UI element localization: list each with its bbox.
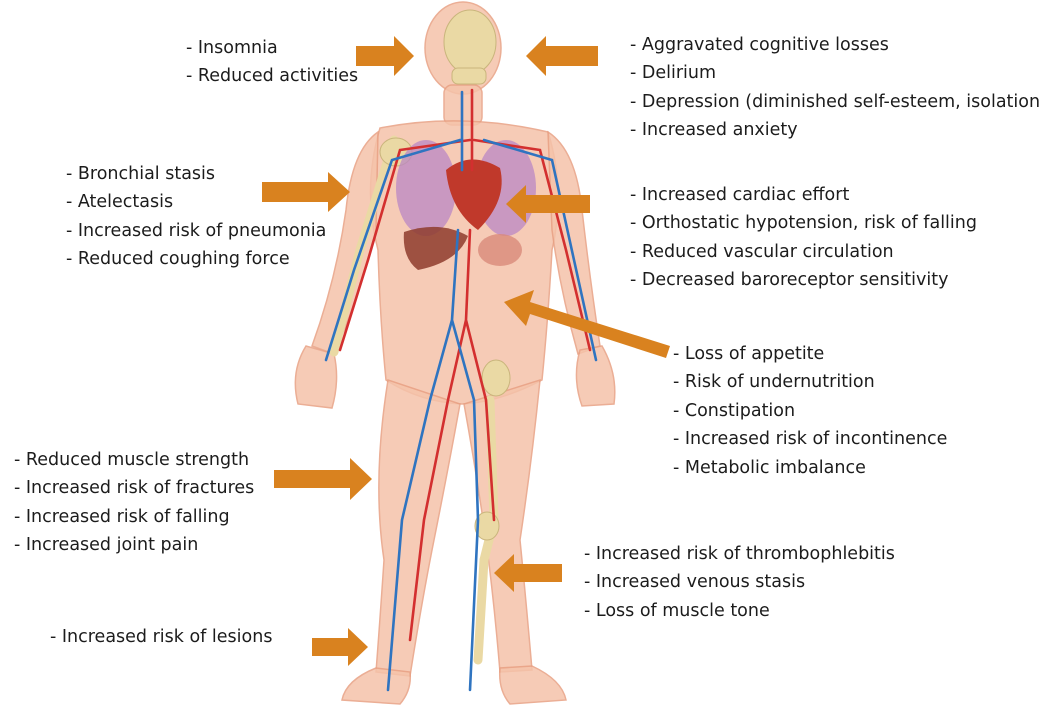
- skull: [444, 10, 496, 74]
- right-foot-skin: [500, 666, 566, 704]
- annotation-line: - Orthostatic hypotension, risk of falli…: [630, 209, 977, 237]
- annotation-line: - Increased anxiety: [630, 116, 1040, 144]
- arrow-head-right: [526, 36, 598, 76]
- annotation-musculoskeletal: - Reduced muscle strength - Increased ri…: [14, 446, 254, 560]
- annotation-line: - Loss of appetite: [673, 340, 947, 368]
- annotation-line: - Increased venous stasis: [584, 568, 895, 596]
- left-lung: [396, 140, 456, 236]
- left-hand-skin: [295, 346, 336, 408]
- annotation-line: - Loss of muscle tone: [584, 597, 895, 625]
- annotation-skin: - Increased risk of lesions: [50, 623, 272, 651]
- annotation-line: - Bronchial stasis: [66, 160, 326, 188]
- left-leg-skin: [376, 380, 460, 676]
- arrow-head-left: [356, 36, 414, 76]
- left-tibia: [478, 560, 484, 660]
- annotation-line: - Reduced coughing force: [66, 245, 326, 273]
- annotation-line: - Atelectasis: [66, 188, 326, 216]
- annotation-line: - Increased cardiac effort: [630, 181, 977, 209]
- annotation-line: - Increased risk of thrombophlebitis: [584, 540, 895, 568]
- annotation-line: - Increased risk of incontinence: [673, 425, 947, 453]
- annotation-line: - Increased risk of lesions: [50, 623, 272, 651]
- annotation-line: - Depression (diminished self-esteem, is…: [630, 88, 1040, 116]
- annotation-line: - Increased risk of fractures: [14, 474, 254, 502]
- annotation-line: - Insomnia: [186, 34, 358, 62]
- annotation-line: - Constipation: [673, 397, 947, 425]
- annotation-line: - Increased joint pain: [14, 531, 254, 559]
- body-silhouette: [295, 2, 614, 704]
- annotation-line: - Reduced vascular circulation: [630, 238, 977, 266]
- annotation-line: - Increased risk of pneumonia: [66, 217, 326, 245]
- left-foot-skin: [342, 668, 410, 704]
- annotation-digestive: - Loss of appetite - Risk of undernutrit…: [673, 340, 947, 482]
- annotation-line: - Aggravated cognitive losses: [630, 31, 1040, 59]
- stomach: [478, 234, 522, 266]
- annotation-line: - Reduced activities: [186, 62, 358, 90]
- annotation-line: - Metabolic imbalance: [673, 454, 947, 482]
- jaw: [452, 68, 486, 84]
- annotation-line: - Decreased baroreceptor sensitivity: [630, 266, 977, 294]
- arrow-skin: [312, 628, 368, 666]
- annotation-line: - Reduced muscle strength: [14, 446, 254, 474]
- arrow-muscle: [274, 458, 372, 500]
- annotation-venous: - Increased risk of thrombophlebitis - I…: [584, 540, 895, 625]
- annotation-cognitive: - Aggravated cognitive losses - Delirium…: [630, 31, 1040, 145]
- left-hip-joint: [482, 360, 510, 396]
- annotation-respiratory: - Bronchial stasis - Atelectasis - Incre…: [66, 160, 326, 274]
- annotation-line: - Increased risk of falling: [14, 503, 254, 531]
- annotation-line: - Delirium: [630, 59, 1040, 87]
- annotation-sleep-activity: - Insomnia - Reduced activities: [186, 34, 358, 91]
- annotation-cardiovascular: - Increased cardiac effort - Orthostatic…: [630, 181, 977, 295]
- annotation-line: - Risk of undernutrition: [673, 368, 947, 396]
